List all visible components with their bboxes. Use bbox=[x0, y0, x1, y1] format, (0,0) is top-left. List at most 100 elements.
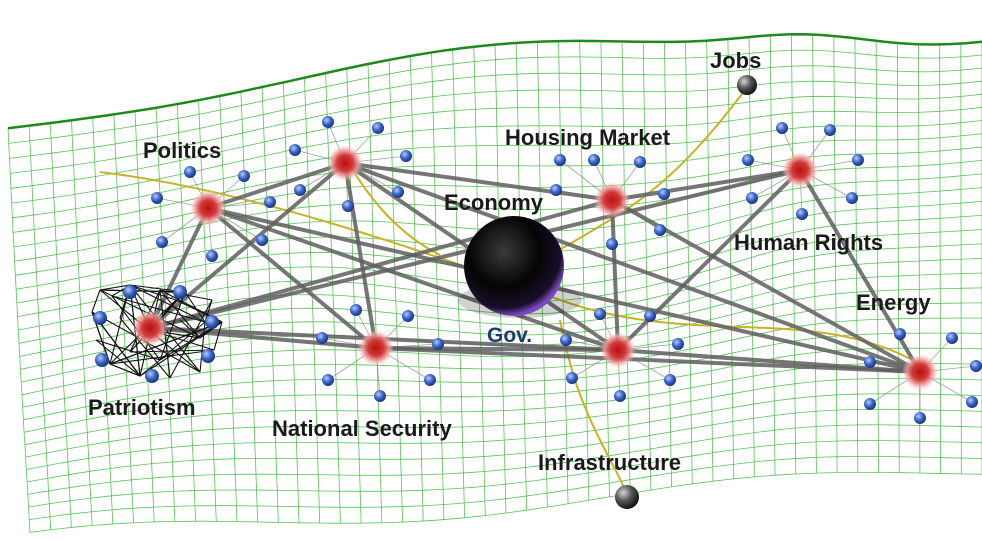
red-hub-icon bbox=[594, 182, 630, 218]
cluster-link bbox=[109, 363, 141, 377]
blue-node-icon bbox=[256, 234, 268, 246]
grid-line bbox=[14, 160, 982, 262]
label-jobs: Jobs bbox=[710, 48, 761, 73]
blue-node-icon bbox=[145, 369, 159, 383]
grid-line bbox=[9, 65, 982, 159]
label-gov: Gov. bbox=[487, 324, 532, 347]
blue-node-icon bbox=[742, 154, 754, 166]
blue-node-icon bbox=[392, 186, 404, 198]
geodesic-politics-gov bbox=[349, 164, 441, 256]
cluster-link bbox=[129, 284, 177, 301]
blue-node-icon bbox=[316, 332, 328, 344]
grid-line bbox=[26, 393, 982, 470]
blue-node-icon bbox=[205, 315, 219, 329]
cluster-link bbox=[199, 321, 206, 373]
geodesic-politics-energy bbox=[99, 171, 931, 371]
blue-node-icon bbox=[864, 356, 876, 368]
grid-line bbox=[896, 42, 900, 473]
cluster-link bbox=[159, 291, 186, 361]
cluster-link bbox=[179, 319, 201, 339]
grid-line bbox=[22, 317, 982, 408]
blue-node-icon bbox=[400, 150, 412, 162]
blue-node-icon bbox=[946, 332, 958, 344]
hub-edge bbox=[206, 206, 378, 350]
grid-line bbox=[261, 87, 279, 523]
label-economy: Economy bbox=[444, 190, 544, 215]
blue-node-icon bbox=[658, 188, 670, 200]
blue-node-icon bbox=[322, 374, 334, 386]
red-hub-icon bbox=[190, 190, 226, 226]
hub-edge bbox=[798, 168, 922, 374]
blue-node-icon bbox=[402, 310, 414, 322]
red-hub-icon bbox=[132, 310, 168, 346]
blue-node-icon bbox=[432, 338, 444, 350]
grid-line bbox=[29, 455, 982, 520]
infrastructure-sphere-icon bbox=[615, 485, 639, 509]
blue-node-icon bbox=[864, 398, 876, 410]
blue-node-icon bbox=[156, 236, 168, 248]
grid-line bbox=[854, 38, 859, 473]
red-hub-icon bbox=[600, 332, 636, 368]
grid-line bbox=[12, 120, 982, 219]
blue-node-icon bbox=[95, 353, 109, 367]
label-national-security: National Security bbox=[272, 416, 452, 441]
blue-node-icon bbox=[614, 390, 626, 402]
cluster-link bbox=[91, 289, 101, 313]
blue-node-icon bbox=[776, 122, 788, 134]
grid-line bbox=[27, 424, 982, 495]
blue-node-icon bbox=[289, 144, 301, 156]
blue-node-icon bbox=[372, 122, 384, 134]
central-mass bbox=[458, 216, 582, 318]
cluster-link bbox=[99, 289, 186, 293]
jobs-sphere-icon bbox=[737, 75, 757, 95]
red-hub-icon bbox=[358, 330, 394, 366]
blue-node-icon bbox=[914, 412, 926, 424]
hub-edge bbox=[343, 161, 922, 374]
grid-line bbox=[10, 93, 982, 189]
grid-line bbox=[25, 378, 982, 458]
blue-node-icon bbox=[852, 154, 864, 166]
blue-node-icon bbox=[322, 116, 334, 128]
cluster-link bbox=[99, 284, 131, 291]
grid-line bbox=[10, 80, 982, 174]
blue-node-icon bbox=[123, 285, 137, 299]
grid-line bbox=[388, 59, 403, 523]
grid-rim bbox=[7, 32, 982, 130]
blue-node-icon bbox=[672, 338, 684, 350]
blue-node-icon bbox=[894, 328, 906, 340]
blue-node-icon bbox=[350, 304, 362, 316]
blue-node-icon bbox=[970, 360, 982, 372]
blue-node-icon bbox=[550, 184, 562, 196]
blue-node-icon bbox=[594, 308, 606, 320]
black-sphere-icon bbox=[464, 216, 564, 316]
hub-edge bbox=[206, 206, 922, 374]
red-hub-icon bbox=[782, 152, 818, 188]
grid-line bbox=[13, 146, 982, 248]
hub-edge bbox=[148, 206, 210, 330]
grid-line bbox=[409, 55, 424, 522]
blue-node-icon bbox=[184, 166, 196, 178]
blue-node-icon bbox=[424, 374, 436, 386]
label-energy: Energy bbox=[856, 290, 931, 315]
grid-line bbox=[27, 408, 982, 483]
cluster-link bbox=[139, 359, 161, 377]
grid-line bbox=[7, 128, 31, 533]
grid-line bbox=[49, 122, 72, 528]
blue-node-icon bbox=[796, 208, 808, 220]
grid-line bbox=[875, 40, 879, 473]
hub-edge bbox=[206, 206, 620, 352]
grid-line bbox=[71, 120, 93, 526]
cluster-link bbox=[111, 295, 206, 323]
label-housing-market: Housing Market bbox=[505, 125, 671, 150]
cluster-link bbox=[109, 349, 215, 365]
grid-line bbox=[452, 49, 465, 518]
cluster-link bbox=[95, 339, 161, 361]
hub-edge bbox=[374, 346, 922, 374]
blue-node-icon bbox=[374, 390, 386, 402]
blue-node-icon bbox=[664, 374, 676, 386]
hub-edge bbox=[343, 161, 614, 202]
blue-node-icon bbox=[654, 224, 666, 236]
blue-node-icon bbox=[93, 311, 107, 325]
grid-line bbox=[769, 35, 776, 476]
